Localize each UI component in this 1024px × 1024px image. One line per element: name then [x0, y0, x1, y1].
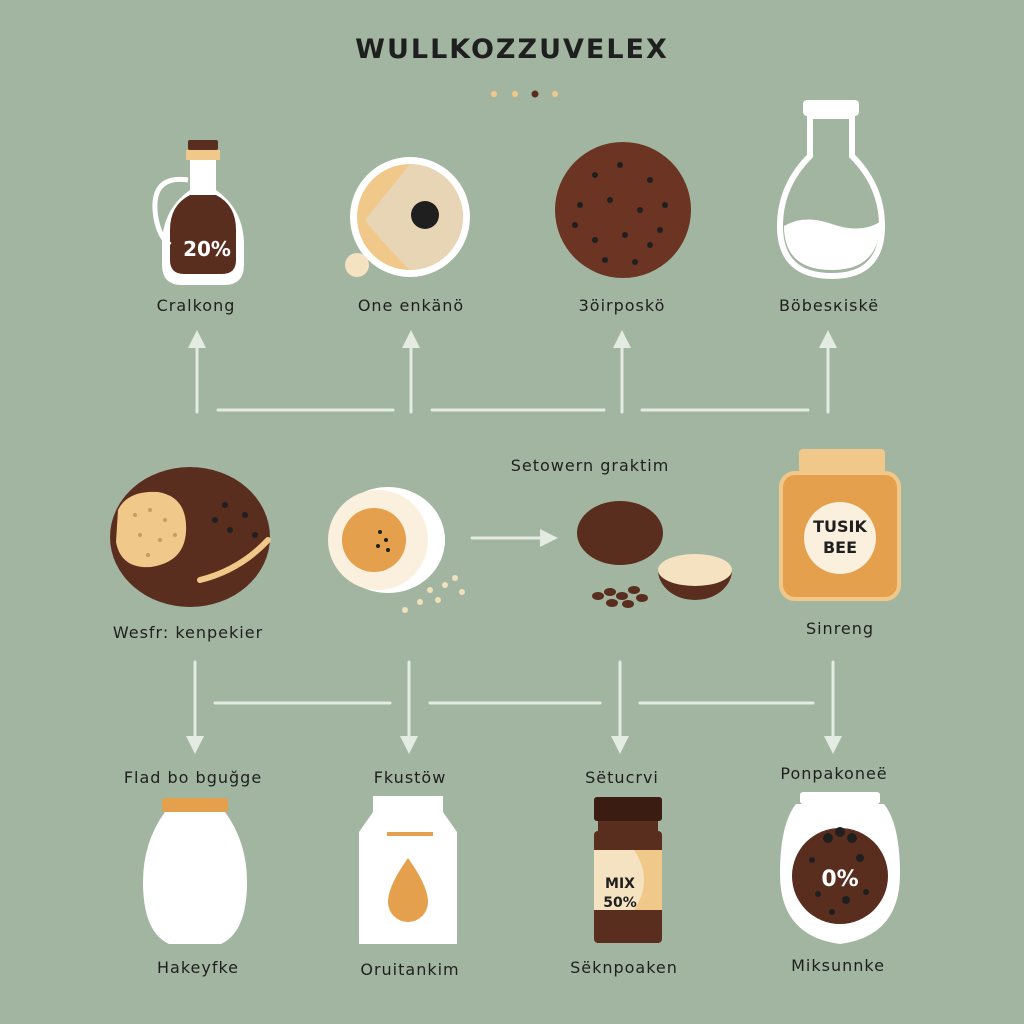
bottom-top-label-3: Sëtucrvi — [585, 768, 659, 787]
jar-badge: 0% — [821, 867, 858, 892]
middle-label-1: Wesfr: kenpekier — [112, 623, 264, 642]
syrup-bottle-icon: 20% — [152, 140, 244, 285]
honey-jar-icon: TUSIK BEE — [779, 449, 901, 601]
bottom-label-1: Hakeyfke — [156, 958, 240, 977]
mix-bottle-icon: MIX 50% — [594, 797, 662, 943]
mix-text-1: MIX — [605, 876, 635, 892]
bottom-label-3: Sëknpoaken — [570, 958, 678, 977]
process-label: Setowern graktim — [510, 456, 670, 475]
nuts-icon — [577, 501, 732, 608]
jar-text-2: BEE — [823, 538, 857, 557]
top-label-2: One enkänö — [357, 296, 465, 315]
milk-jug-icon — [143, 798, 247, 944]
diagram-title: WULLKOZZUVELEX — [355, 34, 669, 65]
syrup-badge: 20% — [183, 237, 231, 261]
mix-text-2: 50% — [603, 895, 637, 911]
chocolate-cookie-icon — [555, 142, 691, 278]
choc-chip-jar-icon: 0% — [780, 792, 900, 944]
bottom-label-2: Oruitankim — [360, 960, 460, 979]
bottom-top-label-1: Flad bo bguğge — [123, 768, 263, 787]
top-label-4: Böbesкiskë — [778, 296, 880, 315]
middle-label-4: Sinreng — [805, 619, 875, 638]
jar-text-1: TUSIK — [813, 517, 867, 536]
boiled-egg-icon — [328, 487, 465, 613]
title-dots — [491, 90, 558, 98]
milk-flask-icon — [776, 100, 886, 280]
bottom-top-label-4: Ponpakoneë — [780, 764, 888, 783]
oil-carton-icon — [359, 796, 457, 944]
egg-half-icon — [345, 157, 470, 277]
top-label-3: 3öirposkö — [578, 296, 666, 315]
top-label-1: Cralkong — [156, 296, 236, 315]
bottom-label-4: Miksunnke — [791, 956, 885, 975]
bottom-top-label-2: Fkustöw — [373, 768, 447, 787]
bread-loaf-icon — [110, 467, 271, 607]
